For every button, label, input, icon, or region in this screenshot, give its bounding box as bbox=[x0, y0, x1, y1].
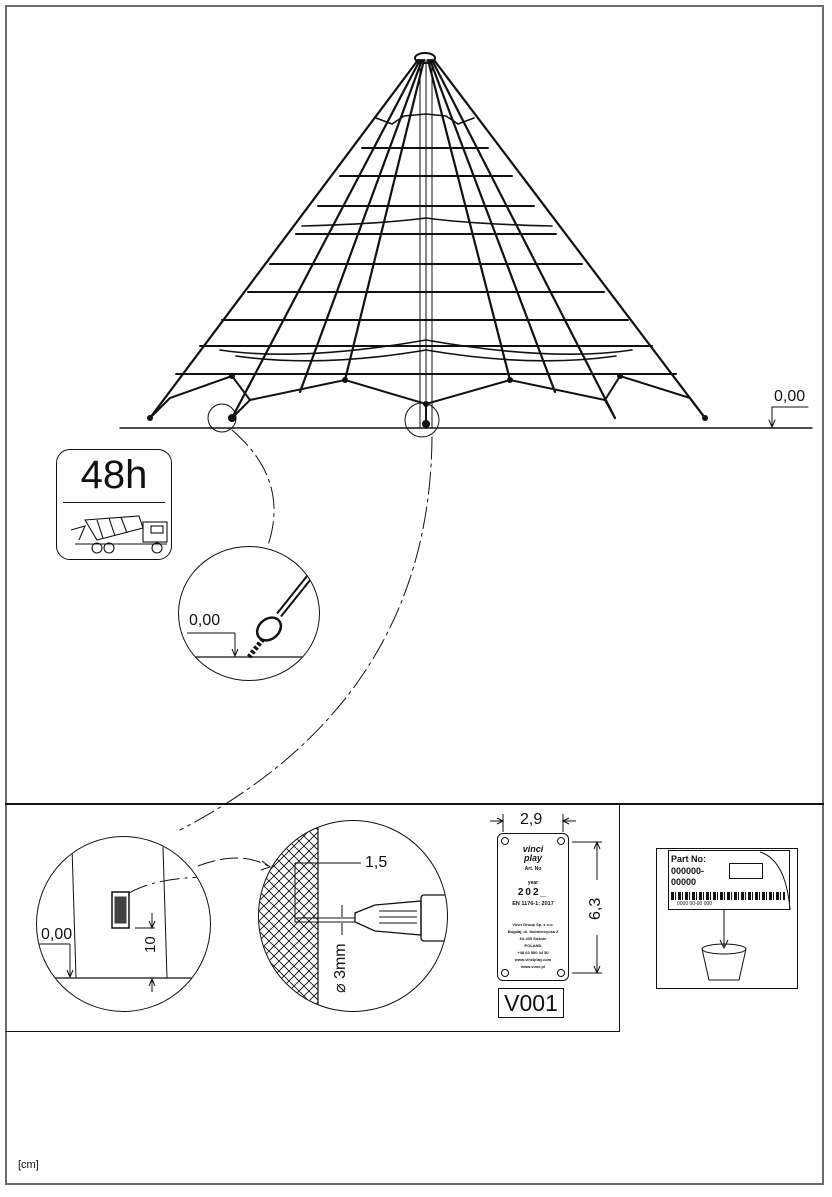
year-value: 202_ bbox=[517, 887, 549, 898]
detail-panel-right-top bbox=[620, 803, 824, 805]
screw-hole-icon bbox=[501, 969, 509, 977]
plate-code-box: V001 bbox=[498, 988, 564, 1018]
drill-depth-dimension: 1,5 bbox=[365, 854, 388, 871]
company-line: 63-435 Sośnie bbox=[519, 936, 547, 941]
drilling-detail-circle: 1,5 ⌀ 3mm bbox=[258, 820, 448, 1012]
barcode-text: 0000 00-00 000 bbox=[677, 901, 713, 907]
screw-hole-icon bbox=[557, 837, 565, 845]
barcode bbox=[671, 892, 785, 900]
curing-time-badge: 48h bbox=[56, 449, 172, 560]
pyramid-overview-drawing bbox=[119, 52, 813, 831]
year-label: year bbox=[527, 880, 539, 886]
rope-anchor-icon bbox=[179, 572, 319, 659]
plate-width-dimension: 2,9 bbox=[520, 811, 543, 828]
brand-logo-line2: play bbox=[523, 853, 542, 863]
company-line: +48 62 500 34 50 bbox=[517, 950, 549, 955]
part-no-title: Part No: bbox=[671, 854, 707, 864]
ground-level-label-anchor: 0,00 bbox=[189, 612, 221, 629]
part-number-line1: 000000- bbox=[671, 866, 705, 876]
anchor-detail-circle: 0,00 bbox=[178, 546, 320, 681]
part-number-line2: 00000 bbox=[671, 877, 697, 887]
screw-hole-icon bbox=[501, 837, 509, 845]
company-line: Vinci Group Sp. z o.o. bbox=[512, 922, 554, 927]
art-no-label: Art. No bbox=[524, 866, 542, 872]
post-with-plate-drawing bbox=[37, 846, 210, 992]
brand-logo-line1: vinci bbox=[522, 844, 544, 854]
company-line: POLAND bbox=[524, 943, 542, 948]
company-line: www.vinciplay.com bbox=[514, 957, 552, 962]
screw-hole-icon bbox=[557, 969, 565, 977]
id-plate: vinci play Art. No year 202_ EN 1176-1: … bbox=[497, 833, 569, 981]
curing-duration: 48h bbox=[80, 453, 148, 497]
drill-into-post-drawing bbox=[259, 821, 447, 1011]
concrete-mixer-truck-icon bbox=[70, 515, 168, 554]
peel-tab bbox=[729, 863, 763, 879]
plate-placement-circle: 0,00 10 bbox=[36, 836, 211, 1012]
ground-level-label-overview: 0,00 bbox=[774, 388, 806, 405]
unit-label: [cm] bbox=[18, 1159, 39, 1171]
detail-panel-left bbox=[5, 803, 620, 1032]
ground-level-label-plate: 0,00 bbox=[41, 926, 73, 943]
company-line: www.vinci.pl bbox=[520, 964, 546, 969]
standard-label: EN 1176-1: 2017 bbox=[512, 901, 554, 907]
part-label-panel bbox=[656, 848, 798, 989]
page-frame bbox=[5, 5, 824, 1185]
company-line: Bogdaj, ul. Sulmierzycka 2 bbox=[507, 929, 559, 934]
part-label-card: Part No: 000000- 00000 0000 00-00 000 bbox=[668, 850, 790, 910]
